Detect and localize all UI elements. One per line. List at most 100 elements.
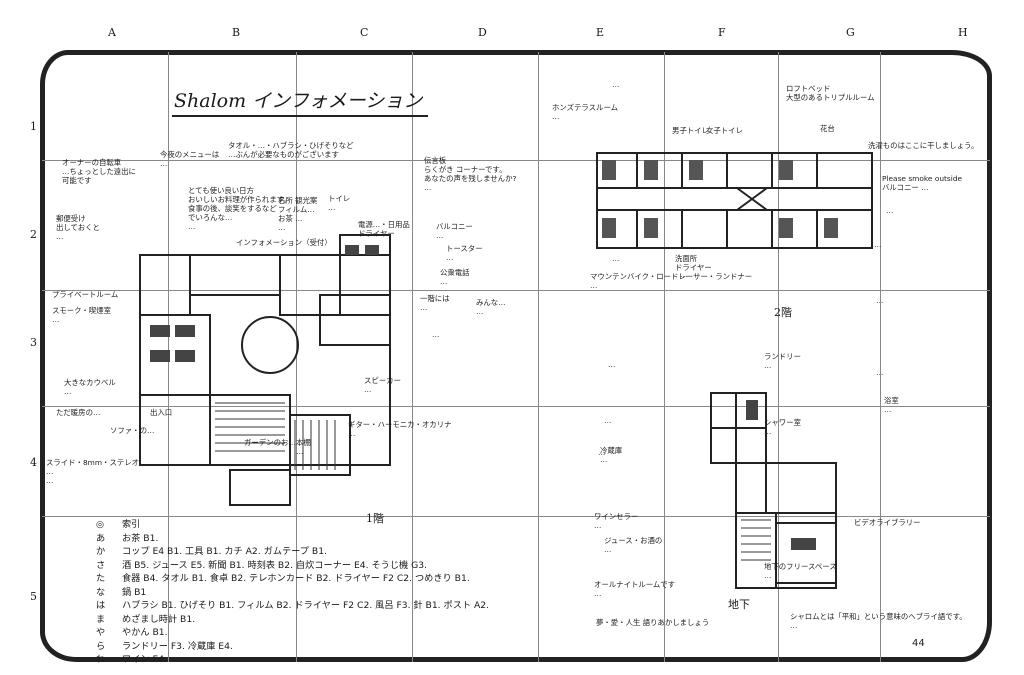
note-entrance-west: 出入口 bbox=[150, 408, 173, 417]
legend-key: は bbox=[96, 600, 106, 611]
note-wine-cellar: ワインセラー … bbox=[594, 512, 639, 531]
legend-key: か bbox=[96, 546, 106, 557]
legend-key: た bbox=[96, 573, 106, 584]
note-video-library: ビデオライブラリー bbox=[854, 518, 921, 527]
note-slippers: … bbox=[874, 240, 882, 249]
note-bikes: マウンテンバイク・ロードレーサー・ランドナー … bbox=[590, 272, 753, 291]
note-sink: 洗面所 ドライヤー bbox=[675, 254, 712, 273]
note-smoke-outside: Please smoke outside バルコニー … bbox=[882, 174, 963, 193]
grid-line bbox=[880, 52, 881, 662]
note-girls-toilet: 女子トイレ bbox=[706, 126, 743, 135]
note-laundry: ランドリー … bbox=[764, 352, 801, 371]
legend-key: な bbox=[96, 586, 106, 598]
floor-label-1f: 1階 bbox=[366, 512, 384, 525]
floor-plan-basement bbox=[710, 392, 837, 589]
grid-line bbox=[42, 516, 990, 517]
note-balcony: バルコニー … bbox=[436, 222, 473, 241]
legend-row: さ酒 B5. ジュース E5. 新聞 B1. 時刻表 B2. 自炊コーナー E4… bbox=[96, 559, 526, 573]
grid-line bbox=[538, 52, 539, 662]
legend-row: た 食器 B4. タオル B1. 食卓 B2. テレホンカード B2. ドライヤー… bbox=[96, 572, 526, 586]
note-shalom-meaning: シャロムとは「平和」という意味のヘブライ語です。 … bbox=[790, 612, 967, 631]
map-frame bbox=[40, 50, 992, 662]
grid-column-label: E bbox=[596, 26, 605, 39]
legend-row: か コップ E4 B1. 工具 B1. カチ A2. ガムテープ B1. bbox=[96, 545, 526, 559]
grid-row-label: 2 bbox=[30, 228, 37, 241]
legend-entries: めざまし時計 B1. bbox=[122, 613, 196, 625]
note-north-hall: … bbox=[612, 80, 620, 89]
floor-plan-2f bbox=[596, 152, 873, 249]
legend-key: や bbox=[96, 627, 106, 638]
note-mountain-view: … bbox=[876, 296, 884, 305]
note-bath-info: … bbox=[876, 368, 884, 377]
floor-label-basement: 地下 bbox=[728, 598, 750, 611]
legend-key: わ bbox=[96, 654, 106, 665]
note-washing-machine: … bbox=[604, 416, 612, 425]
note-bicycle: オーナーの自転車 …ちょっとした遠出に 可能です bbox=[62, 158, 136, 186]
legend-entries: ワイン E4. bbox=[122, 654, 168, 665]
note-fire-extinguisher: … bbox=[608, 360, 616, 369]
legend-entries: コップ E4 B1. 工具 B1. カチ A2. ガムテープ B1. bbox=[122, 546, 327, 557]
note-shower: シャワー室 … bbox=[764, 418, 801, 437]
item-index-legend: ◎索引 あお茶 B1.か コップ E4 B1. 工具 B1. カチ A2. ガムテ… bbox=[96, 518, 526, 667]
note-loft-bed: ロフトベッド 大型のあるトリプルルーム bbox=[786, 84, 875, 103]
note-speaker: スピーカー … bbox=[364, 376, 401, 395]
legend-header: ◎索引 bbox=[96, 519, 141, 530]
grid-column-label: F bbox=[718, 26, 726, 39]
note-bookshelf: 本棚 … bbox=[296, 438, 311, 457]
page-number: 44 bbox=[912, 638, 925, 649]
grid-line bbox=[42, 290, 990, 291]
note-stairs: 一階には … bbox=[420, 294, 450, 313]
grid-row-label: 1 bbox=[30, 120, 37, 133]
grid-row-label: 3 bbox=[30, 336, 37, 349]
note-slide: スライド・8mm・ステレオ … … bbox=[46, 458, 140, 486]
note-power: 電源…・日用品 ドライヤー bbox=[358, 220, 410, 239]
note-closet: … bbox=[680, 270, 688, 279]
legend-row: は ハブラシ B1. ひげそり B1. フィルム B2. ドライヤー F2 C2.… bbox=[96, 599, 526, 613]
note-private-room: プライベートルーム bbox=[52, 290, 119, 299]
note-sofa-corner: ソファ・の… bbox=[110, 426, 155, 435]
note-beds: … bbox=[612, 254, 620, 263]
note-lecture: … bbox=[432, 330, 440, 339]
note-rules: みんな… … bbox=[476, 298, 506, 317]
legend-entries: やかん B1. bbox=[122, 627, 168, 638]
legend-row: あお茶 B1. bbox=[96, 532, 526, 546]
note-tourism: 名所 観光案 フィルム… お茶 … … bbox=[278, 196, 318, 233]
grid-column-label: G bbox=[846, 26, 855, 39]
note-freezer: 冷蔵庫 … bbox=[600, 446, 623, 465]
legend-entries: 食器 B4. タオル B1. 食卓 B2. テレホンカード B2. ドライヤー … bbox=[122, 573, 470, 584]
legend-key: さ bbox=[96, 559, 106, 571]
grid-column-label: B bbox=[232, 26, 241, 39]
grid-line bbox=[296, 52, 297, 662]
note-dream-love-life: 夢・愛・人生 語りあかしましょう bbox=[596, 618, 710, 627]
note-carpet: 大きなカウベル … bbox=[64, 378, 116, 397]
legend-entries: 鍋 B1 bbox=[122, 586, 147, 598]
grid-row-label: 4 bbox=[30, 456, 37, 469]
grid-line bbox=[42, 160, 990, 161]
note-smoking: スモーク・喫煙室 … bbox=[52, 306, 111, 325]
note-mail: 郵便受け 出しておくと … bbox=[56, 214, 100, 242]
legend-entries: ランドリー F3. 冷蔵庫 E4. bbox=[122, 640, 233, 652]
floor-label-2f: 2階 bbox=[774, 306, 792, 319]
grid-line bbox=[42, 406, 990, 407]
grid-row-label: 5 bbox=[30, 590, 37, 603]
legend-key: ら bbox=[96, 640, 106, 652]
legend-key: ま bbox=[96, 613, 106, 625]
map-title: Shalom インフォメーション bbox=[172, 86, 429, 117]
grid-column-label: A bbox=[108, 26, 116, 39]
grid-line bbox=[664, 52, 665, 662]
note-basement-free-space: 地下のフリースペース … bbox=[764, 562, 837, 581]
note-firewood: ただ暖房の… bbox=[56, 408, 101, 417]
note-pay-phone: 公衆電話 … bbox=[440, 268, 470, 287]
note-flower-stand: 花台 bbox=[820, 124, 835, 133]
note-toilet: トイレ … bbox=[328, 194, 351, 213]
note-storage: … bbox=[598, 448, 606, 457]
note-boys-toilet: 男子トイレ bbox=[672, 126, 709, 135]
legend-entries: ハブラシ B1. ひげそり B1. フィルム B2. ドライヤー F2 C2. … bbox=[122, 600, 490, 611]
floor-plan-1f bbox=[139, 234, 391, 506]
grid-line bbox=[778, 52, 779, 662]
note-towels: タオル・…・ハブラシ・ひげそりなど …ぶんが必要なものがございます bbox=[228, 141, 354, 160]
legend-row: な 鍋 B1 bbox=[96, 586, 526, 600]
note-all-night-room: オールナイトルームです … bbox=[594, 580, 676, 599]
legend-row: ら ランドリー F3. 冷蔵庫 E4. bbox=[96, 640, 526, 654]
